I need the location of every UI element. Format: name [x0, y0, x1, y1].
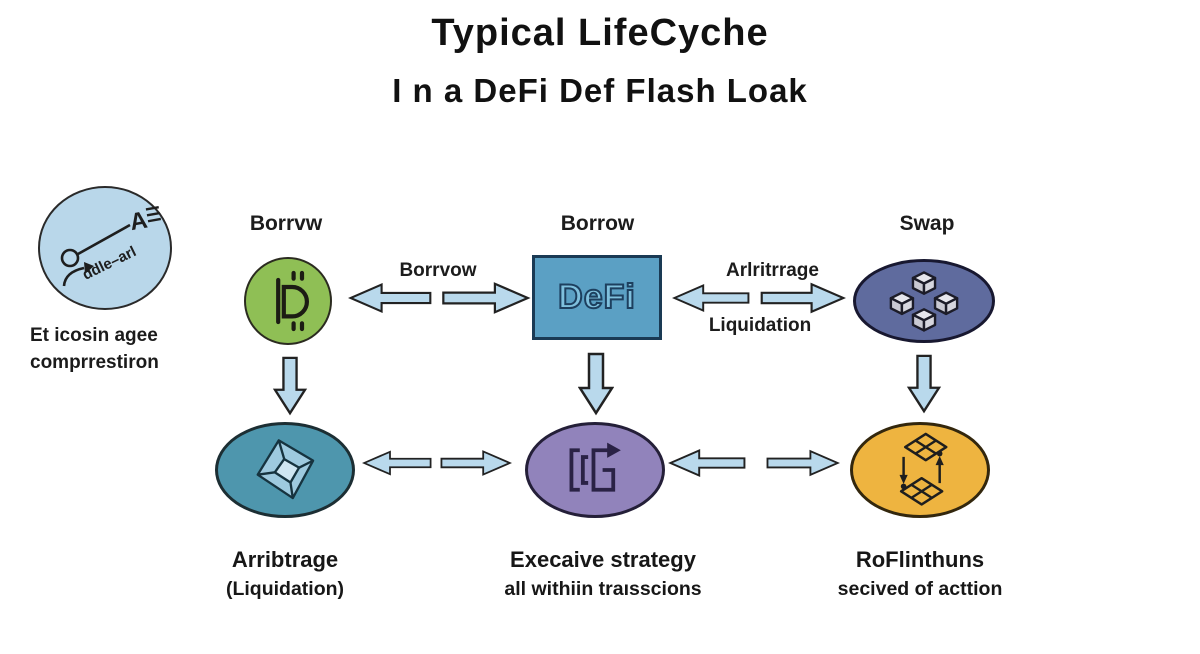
node-swap [853, 259, 995, 343]
arrow-left-swap-to-defi [672, 284, 750, 312]
arrow-left-execute-to-arbitrage [362, 450, 432, 476]
coin-currency-icon [276, 270, 309, 332]
edge-label-borrow: Borrvow [399, 260, 477, 281]
loop-brackets-icon [569, 442, 621, 492]
caption-execute-line1: Execaive strategy [510, 547, 696, 572]
caption-profit-line2: secived of acttion [837, 578, 1003, 600]
node-arbitrage [215, 422, 355, 518]
arrow-down-coin [272, 356, 308, 416]
caption-profit: RoFlinthuns secived of acttion [795, 545, 1045, 603]
arrow-right-coin-to-defi [442, 282, 531, 314]
legend-caption: Et icosin agee comprrestiron [30, 322, 200, 376]
label-borrow-center: Borrow [560, 212, 635, 235]
caption-execute: Execaive strategy all withiin traısscion… [468, 545, 738, 603]
arrow-right-arbitrage-to-execute [440, 450, 512, 476]
defi-box-text: DeFi [557, 277, 636, 317]
svg-text:A: A [128, 207, 150, 237]
edge-label-liquidation: Liquidation [708, 315, 812, 336]
caption-arbitrage-line1: Arribtrage [231, 547, 339, 572]
node-defi-protocol: DeFi [532, 255, 662, 340]
label-borrow-left: Borrvw [249, 212, 323, 235]
caption-arbitrage: Arribtrage (Liquidation) [185, 545, 385, 603]
caption-execute-line2: all withiin traısscions [504, 578, 702, 600]
gem-icon [256, 439, 315, 500]
diagram-title-line1: Typical LifeCyche [431, 12, 769, 54]
legend-circle: A ddle–arl [38, 186, 172, 310]
caption-profit-line1: RoFlinthuns [855, 547, 985, 572]
arrow-down-defi [578, 352, 614, 416]
label-swap: Swap [899, 212, 955, 235]
node-execute-strategy [525, 422, 665, 518]
arrow-down-swap [906, 354, 942, 414]
arrow-left-defi-to-coin [348, 282, 432, 314]
caption-arbitrage-line2: (Liquidation) [225, 578, 345, 600]
edge-label-arbitrage: Arlritrrage [726, 260, 819, 281]
legend-caption-line1: Et icosin agee [30, 325, 158, 346]
diagram-title-line2: I n a DeFi Def Flash Loak [392, 72, 808, 109]
blockchain-transfer-icon [899, 432, 948, 506]
node-borrow-coin [244, 257, 332, 345]
cubes-icon [889, 271, 959, 332]
node-profit [850, 422, 990, 518]
arrow-right-execute-to-profit [766, 449, 840, 477]
arrow-right-defi-to-swap [760, 282, 846, 314]
arrow-left-profit-to-execute [668, 449, 746, 477]
legend-sketch-icon: A ddle–arl [60, 205, 162, 287]
legend-caption-line2: comprrestiron [30, 352, 159, 373]
